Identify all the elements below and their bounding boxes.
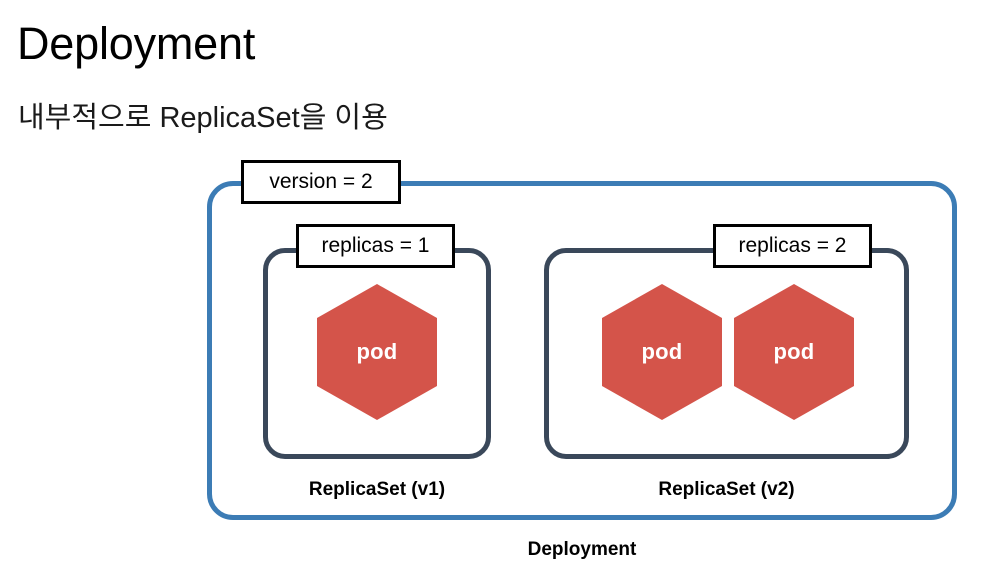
page-title: Deployment	[17, 18, 256, 69]
pod-hexagon: pod	[316, 283, 438, 421]
deployment-version-label: version = 2	[241, 160, 401, 204]
page-subtitle: 내부적으로 ReplicaSet을 이용	[18, 102, 388, 134]
hexagon-icon	[734, 284, 854, 420]
pod-hexagon: pod	[733, 283, 855, 421]
hexagon-icon	[602, 284, 722, 420]
replicaset-v2-replicas-label: replicas = 2	[713, 224, 872, 268]
replicaset-v1-caption: ReplicaSet (v1)	[308, 479, 446, 500]
pod-hexagon: pod	[601, 283, 723, 421]
deployment-caption: Deployment	[527, 539, 637, 560]
replicaset-v2-caption: ReplicaSet (v2)	[658, 479, 795, 500]
replicaset-v1-replicas-label: replicas = 1	[296, 224, 455, 268]
hexagon-icon	[317, 284, 437, 420]
deployment-container	[207, 181, 957, 520]
